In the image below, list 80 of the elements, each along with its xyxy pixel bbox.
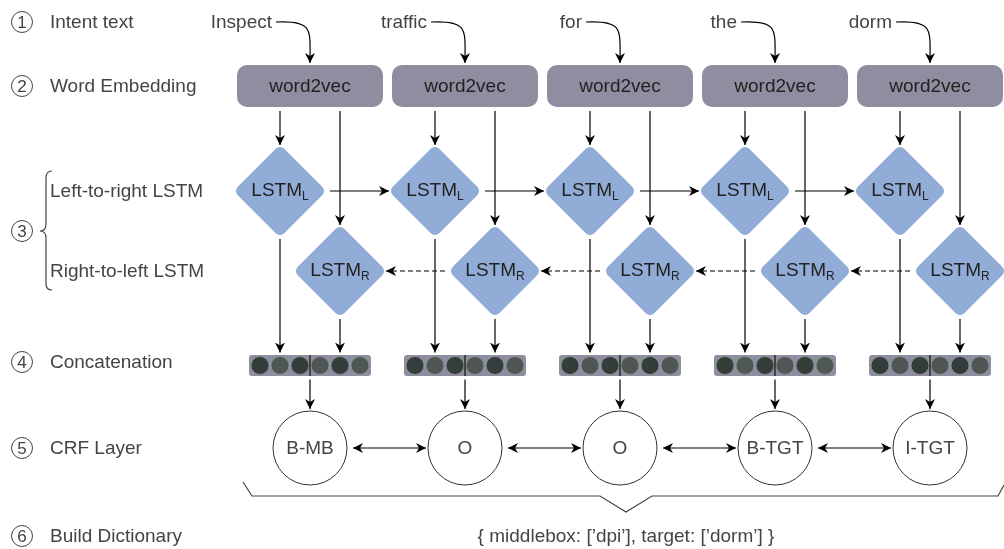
arrow	[585, 21, 626, 64]
arrow	[329, 186, 390, 196]
arrow	[430, 110, 440, 146]
arrow	[895, 110, 905, 146]
arrow	[895, 21, 936, 64]
lstm-diamond: LSTM$_{L}$	[391, 147, 479, 235]
step-label: Left-to-right LSTM	[50, 180, 204, 202]
arrow	[955, 318, 965, 354]
arrow	[385, 266, 446, 276]
dictionary-output: { middlebox: [’dpi’], target: [’dorm’] }	[477, 525, 775, 547]
arrow	[490, 318, 500, 354]
embedding-box: word2vec	[547, 65, 693, 107]
embedding-box: word2vec	[392, 65, 538, 107]
arrow	[460, 378, 470, 410]
step-label: Intent text	[50, 11, 134, 33]
arrow	[275, 110, 285, 146]
lstm-diamond: LSTM$_{R}$	[761, 227, 849, 315]
arrow	[695, 266, 756, 276]
lstm-diamond: LSTM$_{R}$	[916, 227, 1004, 315]
arrow	[352, 443, 427, 453]
word-text: dorm	[848, 9, 892, 35]
step-label: Concatenation	[50, 351, 173, 373]
arrow	[585, 110, 595, 146]
step-label: Word Embedding	[50, 75, 197, 97]
arrow	[895, 238, 905, 354]
lstm-diamond: LSTM$_{L}$	[701, 147, 789, 235]
arrow	[740, 238, 750, 354]
word-text: for	[559, 9, 582, 35]
crf-label-circle: B-MB	[273, 411, 347, 485]
concatenated-vector	[404, 354, 526, 376]
crf-label-circle: I-TGT	[893, 411, 967, 485]
arrow	[507, 443, 582, 453]
arrow	[740, 21, 781, 64]
arrow	[925, 378, 935, 410]
lstm-diamond: LSTM$_{R}$	[451, 227, 539, 315]
embedding-box: word2vec	[237, 65, 383, 107]
arrow	[335, 110, 345, 226]
concatenated-vector	[559, 354, 681, 376]
lstm-diamond: LSTM$_{R}$	[606, 227, 694, 315]
arrow	[770, 378, 780, 410]
arrow	[850, 266, 911, 276]
arrow	[800, 318, 810, 354]
crf-label-circle: O	[583, 411, 657, 485]
step-label: CRF Layer	[50, 437, 142, 459]
arrow	[645, 318, 655, 354]
step-label: Right-to-left LSTM	[50, 260, 205, 282]
arrow	[305, 378, 315, 410]
arrow	[615, 378, 625, 410]
arrow	[740, 110, 750, 146]
concatenated-vector	[249, 354, 371, 376]
arrow	[662, 443, 737, 453]
arrow	[275, 238, 285, 354]
arrow	[817, 443, 892, 453]
arrow	[639, 186, 700, 196]
lstm-diamond: LSTM$_{L}$	[236, 147, 324, 235]
arrow	[484, 186, 545, 196]
arrow	[430, 21, 471, 64]
arrow	[585, 238, 595, 354]
arrow	[645, 110, 655, 226]
lstm-diamond: LSTM$_{L}$	[856, 147, 944, 235]
arrow	[490, 110, 500, 226]
concatenated-vector	[869, 354, 991, 376]
embedding-box: word2vec	[857, 65, 1003, 107]
lstm-diamond: LSTM$_{R}$	[296, 227, 384, 315]
crf-label-circle: B-TGT	[738, 411, 812, 485]
arrow	[955, 110, 965, 226]
crf-label-circle: O	[428, 411, 502, 485]
arrow	[800, 110, 810, 226]
step-label: Build Dictionary	[50, 525, 182, 547]
arrow	[540, 266, 601, 276]
lstm-diamond: LSTM$_{L}$	[546, 147, 634, 235]
arrow	[335, 318, 345, 354]
embedding-box: word2vec	[702, 65, 848, 107]
word-text: Inspect	[210, 9, 272, 35]
arrow	[275, 21, 316, 64]
word-text: the	[710, 9, 737, 35]
word-text: traffic	[380, 9, 427, 35]
arrow	[794, 186, 855, 196]
arrow	[430, 238, 440, 354]
concatenated-vector	[714, 354, 836, 376]
